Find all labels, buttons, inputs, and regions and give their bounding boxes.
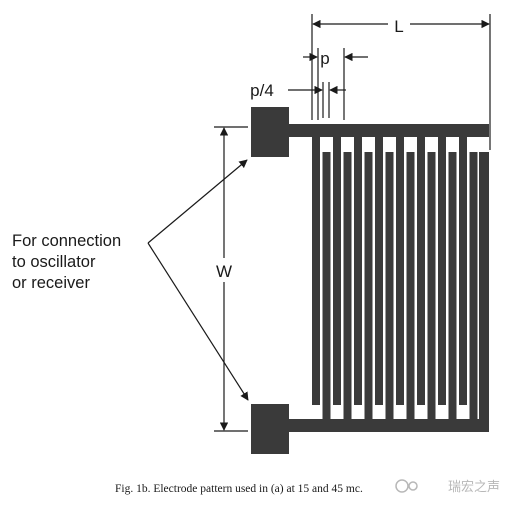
bottom-finger	[343, 152, 352, 419]
dimension-W: W	[213, 126, 248, 432]
bottom-finger	[322, 152, 331, 419]
bottom-finger	[427, 152, 436, 419]
top-comb-electrode	[251, 107, 489, 405]
label-L: L	[394, 17, 403, 36]
leader-to-top-pad	[147, 159, 248, 244]
bottom-side-rail	[479, 152, 489, 432]
dimension-p: p	[303, 48, 368, 120]
bottom-comb-electrode	[251, 152, 489, 454]
dimension-p-quarter: p/4	[250, 81, 346, 118]
label-p: p	[320, 49, 329, 68]
top-contact-pad	[251, 107, 289, 157]
figure-caption: Fig. 1b. Electrode pattern used in (a) a…	[115, 483, 363, 495]
top-finger	[354, 137, 362, 405]
leader-to-bottom-pad	[147, 242, 249, 401]
bottom-bus-bar	[289, 419, 489, 432]
top-finger	[438, 137, 446, 405]
label-W: W	[216, 262, 232, 281]
top-finger	[417, 137, 425, 405]
watermark-text: 瑞宏之声	[448, 480, 500, 495]
note-line-3: or receiver	[12, 274, 90, 292]
bottom-finger	[406, 152, 415, 419]
bottom-finger	[469, 152, 478, 419]
bottom-contact-pad	[251, 404, 289, 454]
note-line-1: For connection	[12, 232, 121, 250]
connection-note: For connection to oscillator or receiver	[12, 159, 249, 401]
top-finger	[459, 137, 467, 405]
watermark-logo-icon	[395, 479, 409, 493]
top-finger	[333, 137, 341, 405]
top-finger	[312, 137, 320, 405]
top-finger	[375, 137, 383, 405]
bottom-finger	[448, 152, 457, 419]
top-bus-bar	[289, 124, 489, 137]
dimension-L: L	[311, 14, 491, 150]
label-p-quarter: p/4	[250, 81, 274, 100]
bottom-finger	[364, 152, 373, 419]
note-line-2: to oscillator	[12, 253, 96, 271]
top-finger	[396, 137, 404, 405]
watermark: 瑞宏之声	[395, 479, 500, 495]
bottom-finger	[385, 152, 394, 419]
